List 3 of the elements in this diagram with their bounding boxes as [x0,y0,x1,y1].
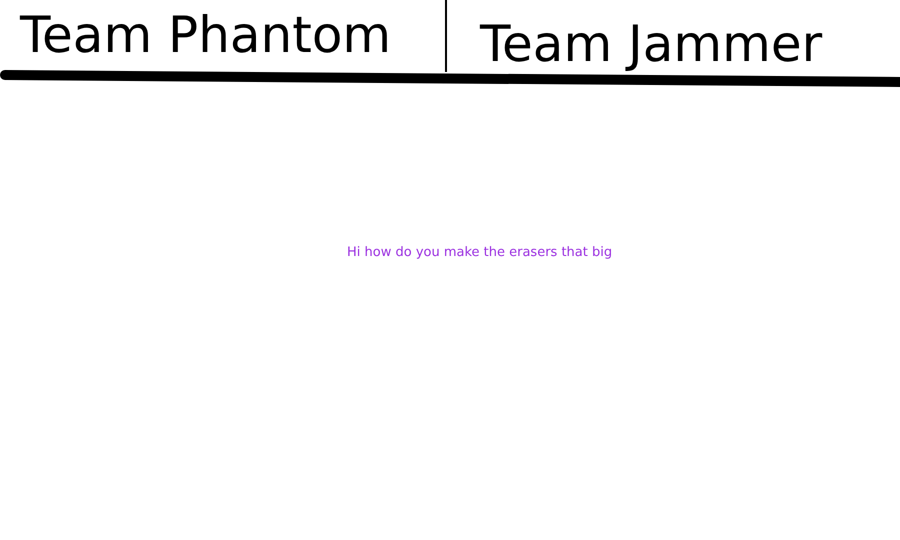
team-heading: Team Jammer [480,19,822,69]
comment-text: Hi how do you make the erasers that big [347,246,612,259]
team-heading: Team Phantom [20,10,392,60]
